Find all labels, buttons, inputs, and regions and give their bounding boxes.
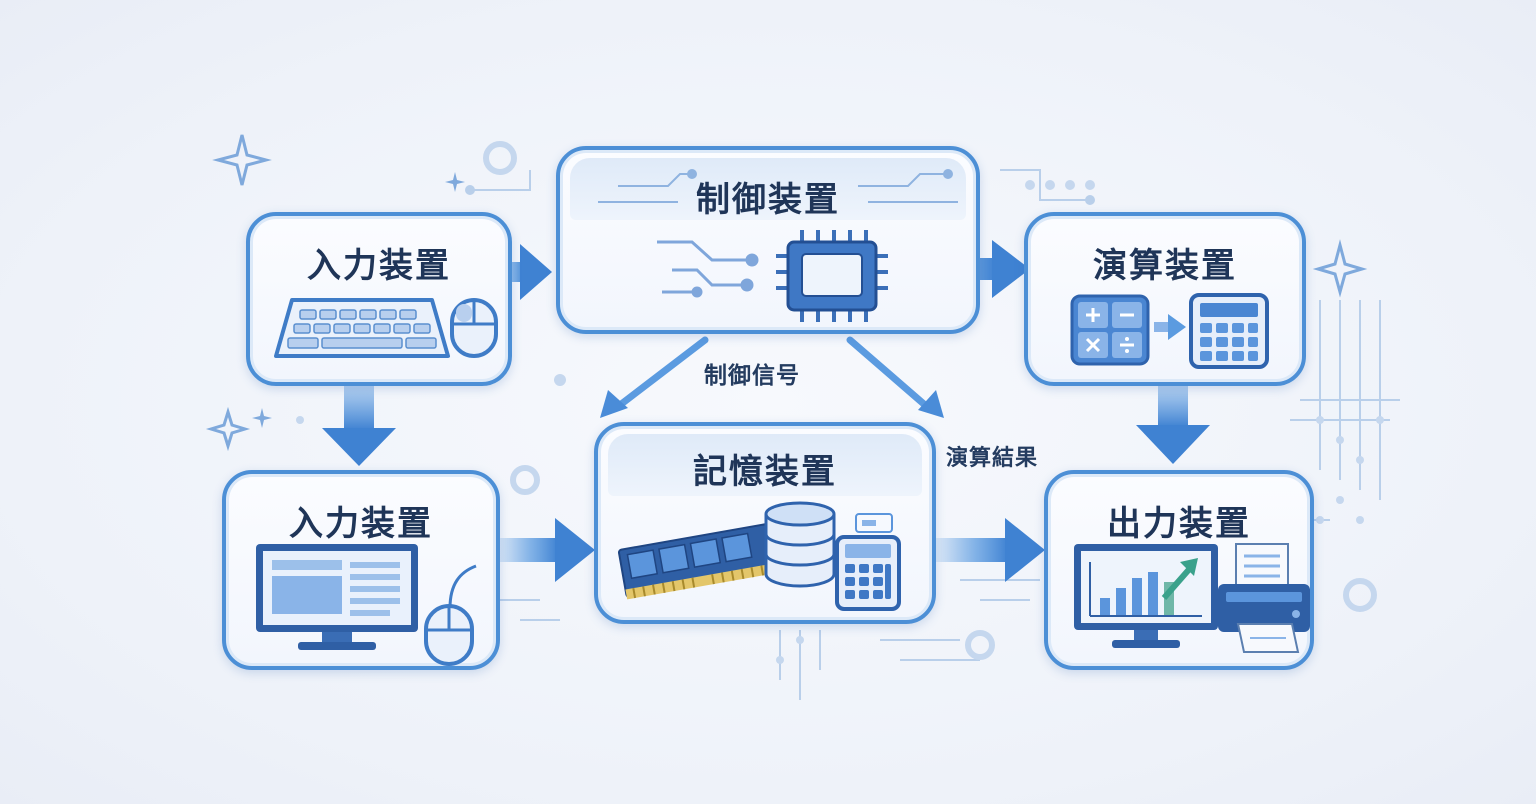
database-icon	[764, 501, 836, 588]
title-band	[570, 158, 966, 220]
arrowhead-left	[600, 390, 628, 418]
calculator-icon	[1189, 293, 1269, 369]
node-input-top: 入力装置	[246, 212, 512, 386]
node-title: 入力装置	[289, 504, 433, 544]
node-title: 演算装置	[1093, 246, 1237, 286]
edge-label-control-signal: 制御信号	[704, 363, 800, 389]
calculator-icon	[835, 535, 901, 611]
arrow-memory-to-output	[936, 518, 1045, 582]
ram-module-icon	[617, 522, 783, 600]
circuit-trace-icon	[657, 240, 759, 298]
gear-icon	[483, 141, 1377, 660]
node-input-bottom: 入力装置	[222, 470, 500, 670]
node-title: 記憶装置	[693, 452, 837, 492]
cpu-chip-icon	[776, 230, 888, 322]
node-title: 入力装置	[307, 246, 451, 286]
chart-monitor-icon	[1074, 544, 1218, 648]
arrow-control-signal	[616, 336, 929, 409]
background-dots	[296, 180, 1384, 664]
arrow-input-top-to-input-bottom	[322, 385, 396, 466]
keyboard-icon	[274, 298, 450, 358]
circuit-trace-icon	[598, 169, 958, 203]
arrow-input-bottom-to-memory	[498, 518, 595, 582]
monitor-icon	[256, 544, 418, 650]
small-card-icon	[855, 513, 893, 533]
node-title: 出力装置	[1107, 504, 1251, 544]
sparkle-icon	[205, 134, 1368, 452]
arrowhead-right	[918, 390, 944, 418]
calculator-keys-icon	[1070, 294, 1150, 366]
node-memory: 記憶装置	[594, 422, 936, 624]
background-circuit-traces	[465, 169, 1400, 700]
edge-label-result: 演算結果	[946, 446, 1039, 471]
arrow-arithmetic-to-output	[1136, 385, 1210, 464]
mouse-icon	[424, 564, 477, 666]
node-title: 制御装置	[696, 180, 840, 220]
arrow-right-icon	[1154, 314, 1186, 340]
mouse-icon	[450, 298, 498, 358]
node-control: 制御装置	[556, 146, 980, 334]
node-output: 出力装置	[1044, 470, 1314, 670]
printer-icon	[1218, 543, 1310, 653]
node-arithmetic: 演算装置	[1024, 212, 1306, 386]
title-band	[608, 434, 922, 496]
